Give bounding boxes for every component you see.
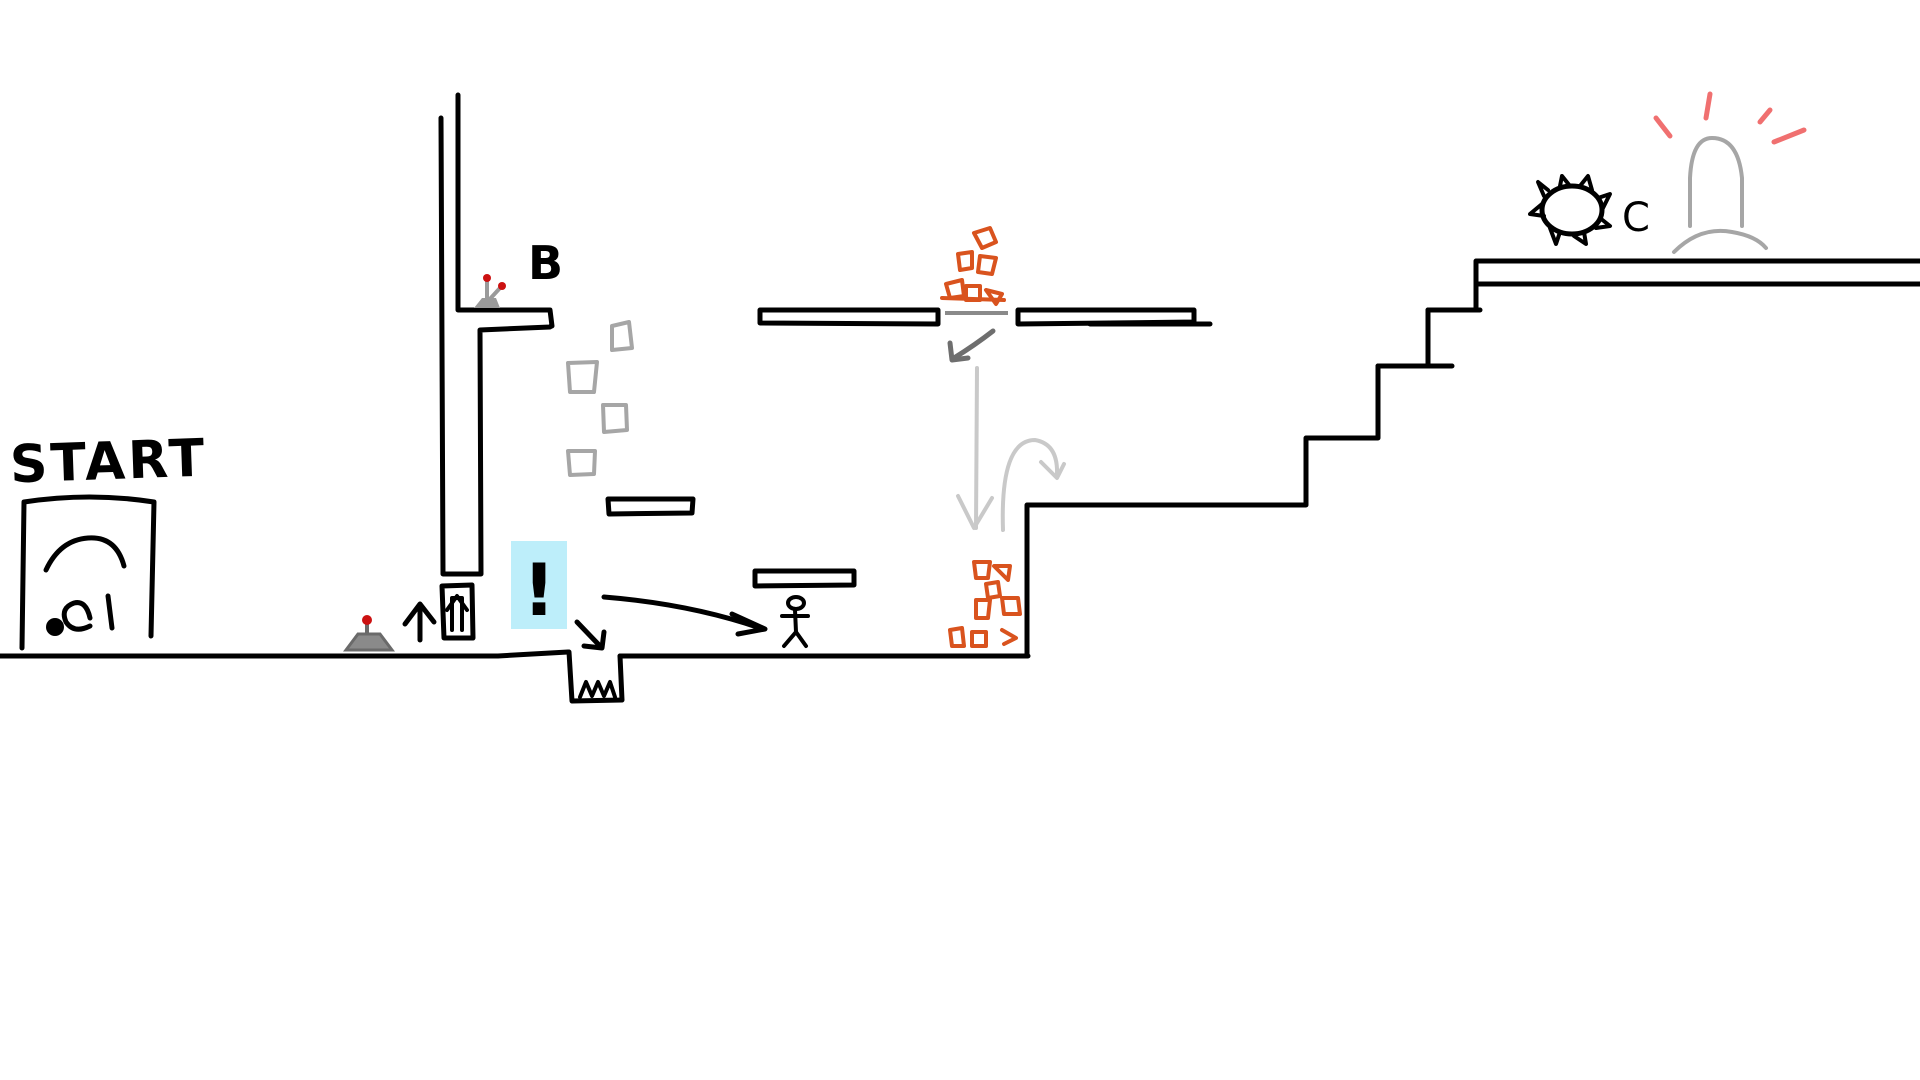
elevator-icon [439,582,476,641]
brick-pile-lower [948,560,1022,648]
stick-figure-icon [780,595,810,648]
pit-arrow-icon [574,619,607,651]
brick-pile-upper [940,226,1006,306]
start-label: START [9,428,209,496]
alarm-bell-icon [1653,91,1807,254]
fall-arrow-icon [947,328,996,363]
floating-platform [752,568,857,589]
falling-blocks-ghost [566,320,634,477]
lever-icon [474,274,506,308]
alert-highlight [511,541,567,629]
spike-pit-icon [566,649,625,704]
upper-platform [757,307,941,327]
alert-icon: ! [522,548,556,632]
marker-b-label: B [528,236,564,290]
ground-floor [0,649,1031,659]
floating-platform [605,496,696,517]
door-icon [19,494,157,651]
up-arrow-icon [402,601,437,643]
spiky-creature-icon [1528,174,1612,246]
marker-c-label: C [1622,195,1650,241]
upper-platform [1015,307,1213,327]
dash-arrow-icon [601,594,768,637]
vertical-shaft [438,92,555,577]
pressure-button-icon [343,615,395,652]
staircase [1024,258,1920,659]
drop-path-arrow [956,366,1066,532]
